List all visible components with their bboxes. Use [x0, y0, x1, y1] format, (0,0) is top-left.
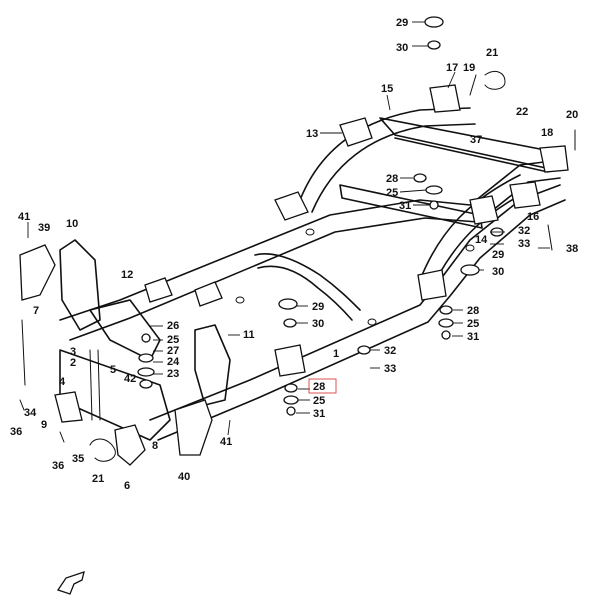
callout-21: 21	[486, 47, 498, 59]
callout-40: 40	[178, 471, 190, 483]
callout-9: 9	[41, 419, 47, 431]
callout-42: 42	[124, 373, 136, 385]
callout-4: 4	[59, 376, 66, 388]
callout-3: 3	[70, 346, 76, 358]
callout-25: 25	[467, 318, 479, 330]
callout-30: 30	[492, 266, 504, 278]
callout-23: 23	[167, 368, 179, 380]
callout-11: 11	[243, 329, 255, 341]
callout-28: 28	[386, 173, 398, 185]
callout-10: 10	[66, 218, 78, 230]
callout-24: 24	[167, 356, 180, 368]
callout-labels: 29 30 21 17 19 15 22 20 13 37 18 28 25 3…	[10, 17, 578, 492]
callout-25: 25	[386, 187, 398, 199]
callout-38: 38	[566, 243, 578, 255]
callout-28: 28	[313, 381, 325, 393]
callout-14: 14	[475, 234, 488, 246]
callout-17: 17	[446, 62, 458, 74]
callout-37: 37	[470, 134, 482, 146]
callout-21: 21	[92, 473, 104, 485]
chassis-frame	[19, 16, 576, 595]
callout-41: 41	[18, 211, 30, 223]
callout-30: 30	[312, 318, 324, 330]
callout-41: 41	[220, 436, 232, 448]
callout-18: 18	[541, 127, 553, 139]
callout-39: 39	[38, 222, 50, 234]
callout-31: 31	[399, 200, 411, 212]
callout-22: 22	[516, 106, 528, 118]
callout-32: 32	[518, 225, 530, 237]
callout-31: 31	[467, 331, 479, 343]
callout-6: 6	[124, 480, 130, 492]
callout-8: 8	[152, 440, 158, 452]
callout-28: 28	[467, 305, 479, 317]
callout-27: 27	[167, 345, 179, 357]
callout-16: 16	[527, 211, 539, 223]
callout-5: 5	[110, 364, 116, 376]
callout-35: 35	[72, 453, 84, 465]
callout-12: 12	[121, 269, 133, 281]
callout-20: 20	[566, 109, 578, 121]
callout-33: 33	[384, 363, 396, 375]
callout-25: 25	[167, 334, 179, 346]
callout-1: 1	[333, 348, 339, 360]
callout-29: 29	[492, 249, 504, 261]
callout-31: 31	[313, 408, 325, 420]
callout-33: 33	[518, 238, 530, 250]
callout-30: 30	[396, 42, 408, 54]
callout-36: 36	[52, 460, 64, 472]
callout-15: 15	[381, 83, 393, 95]
callout-26: 26	[167, 320, 179, 332]
callout-29: 29	[312, 301, 324, 313]
callout-7: 7	[33, 305, 39, 317]
highlight-box	[308, 378, 337, 394]
callout-19: 19	[463, 62, 475, 74]
callout-32: 32	[384, 345, 396, 357]
callout-34: 34	[24, 407, 37, 419]
callout-36: 36	[10, 426, 22, 438]
callout-13: 13	[306, 128, 318, 140]
callout-2: 2	[70, 357, 76, 369]
callout-29: 29	[396, 17, 408, 29]
callout-25: 25	[313, 395, 325, 407]
leader-lines	[27, 21, 550, 436]
